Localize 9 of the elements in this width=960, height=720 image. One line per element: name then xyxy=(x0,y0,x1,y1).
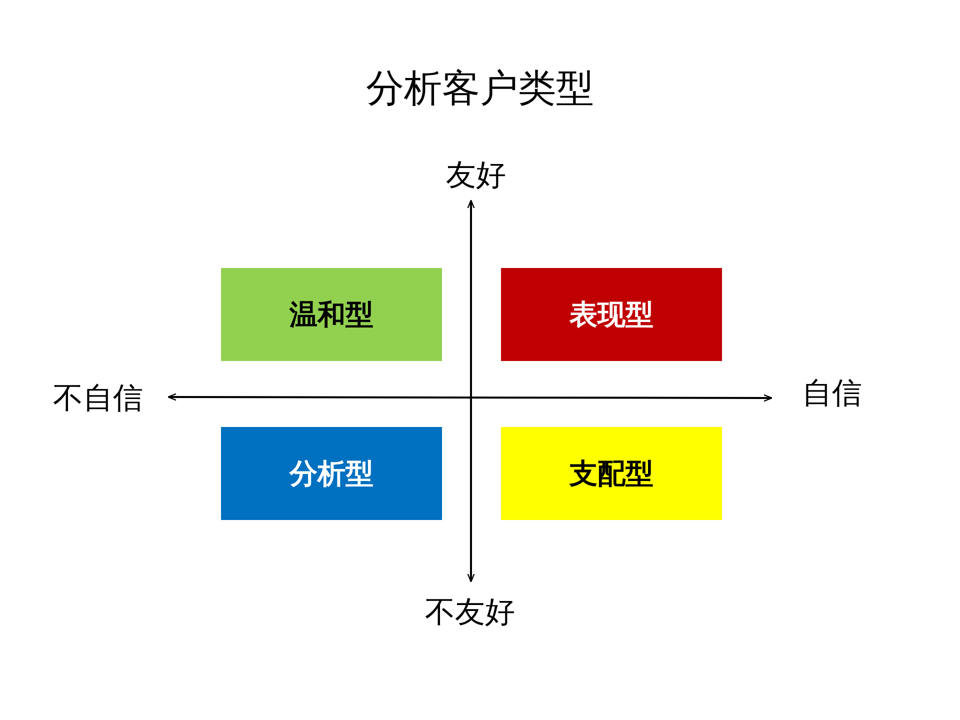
axis-label: 不友好 xyxy=(425,594,515,632)
axis-label: 不自信 xyxy=(53,380,143,418)
quadrant-box: 温和型 xyxy=(221,268,442,361)
axis-label: 自信 xyxy=(802,374,862,412)
quadrant-box: 分析型 xyxy=(221,427,442,520)
axis-label: 友好 xyxy=(446,156,506,194)
title: 分析客户类型 xyxy=(366,64,594,112)
quadrant-box: 支配型 xyxy=(501,427,722,520)
quadrant-box: 表现型 xyxy=(501,268,722,361)
